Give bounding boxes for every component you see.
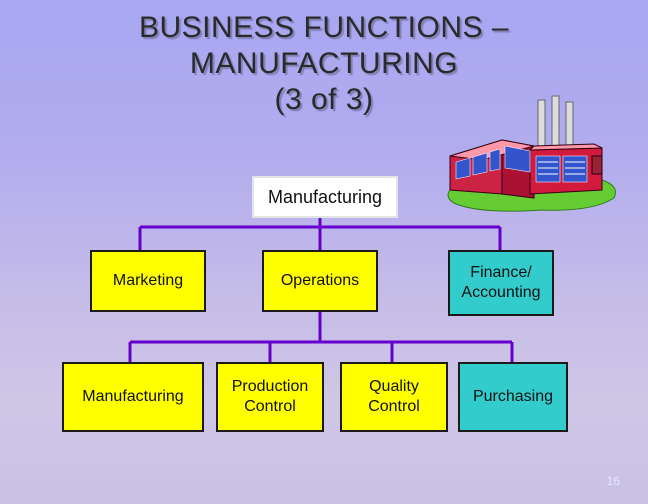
- org-node-production-control: Production Control: [216, 362, 324, 432]
- title-line-3: (3 of 3): [274, 83, 374, 116]
- org-node-quality-control: Quality Control: [340, 362, 448, 432]
- org-node-operations: Operations: [262, 250, 378, 312]
- org-node-marketing: Marketing: [90, 250, 206, 312]
- org-node-purchasing: Purchasing: [458, 362, 568, 432]
- slide-title: BUSINESS FUNCTIONS – MANUFACTURING (3 of…: [0, 10, 648, 118]
- factory-icon: [447, 95, 616, 212]
- org-root-manufacturing: Manufacturing: [252, 176, 398, 218]
- title-line-2: MANUFACTURING: [189, 47, 459, 80]
- title-line-1: BUSINESS FUNCTIONS –: [138, 11, 510, 44]
- org-node-finance-accounting: Finance/ Accounting: [448, 250, 554, 316]
- org-node-manufacturing: Manufacturing: [62, 362, 204, 432]
- page-number: 16: [606, 474, 620, 488]
